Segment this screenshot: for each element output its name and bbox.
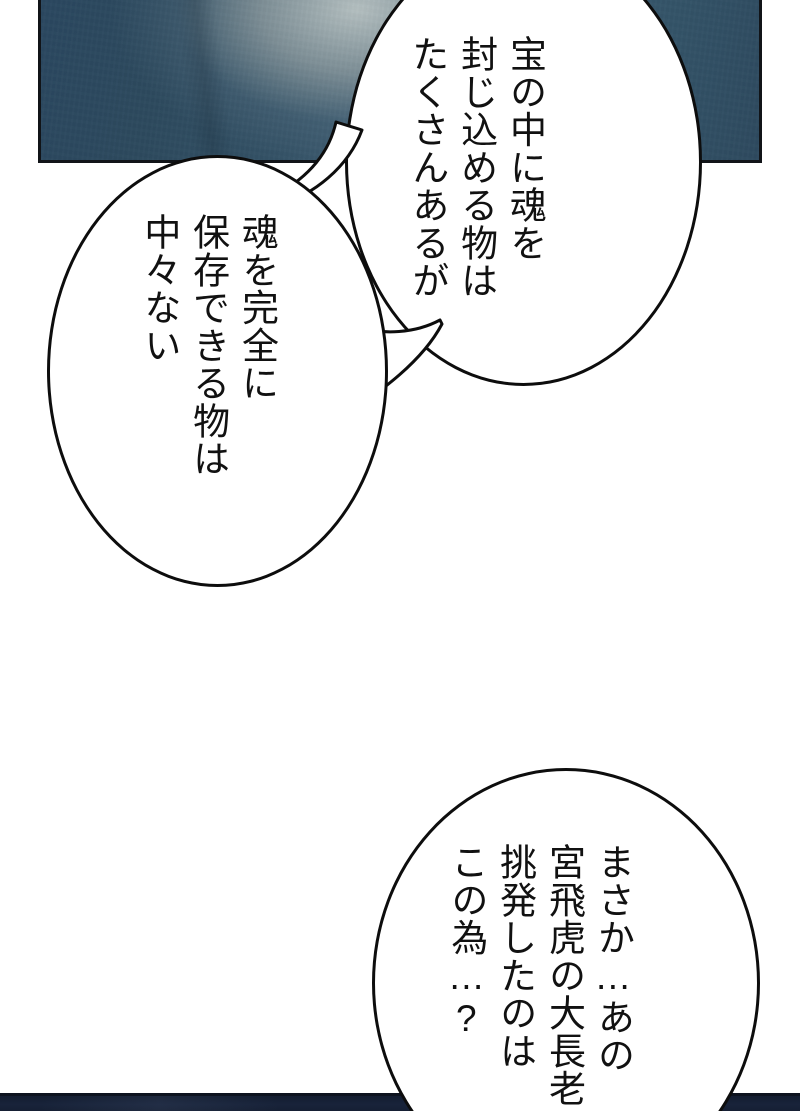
speech-bubble-2-text: 魂を完全に 保存できる物は 中々ない: [138, 213, 278, 478]
speech-bubble-3-text: まさか…あの 宮飛虎の大長老 挑発したのは この為…?: [445, 843, 634, 1108]
speech-bubble-2: 魂を完全に 保存できる物は 中々ない: [47, 155, 388, 587]
speech-bubble-1-text: 宝の中に魂を 封じ込める物は たくさんあるが: [406, 35, 546, 300]
speech-bubble-1: 宝の中に魂を 封じ込める物は たくさんあるが: [345, 0, 702, 386]
speech-bubble-3: まさか…あの 宮飛虎の大長老 挑発したのは この為…?: [372, 768, 760, 1111]
panel-sheen-overlay: [40, 1096, 280, 1111]
